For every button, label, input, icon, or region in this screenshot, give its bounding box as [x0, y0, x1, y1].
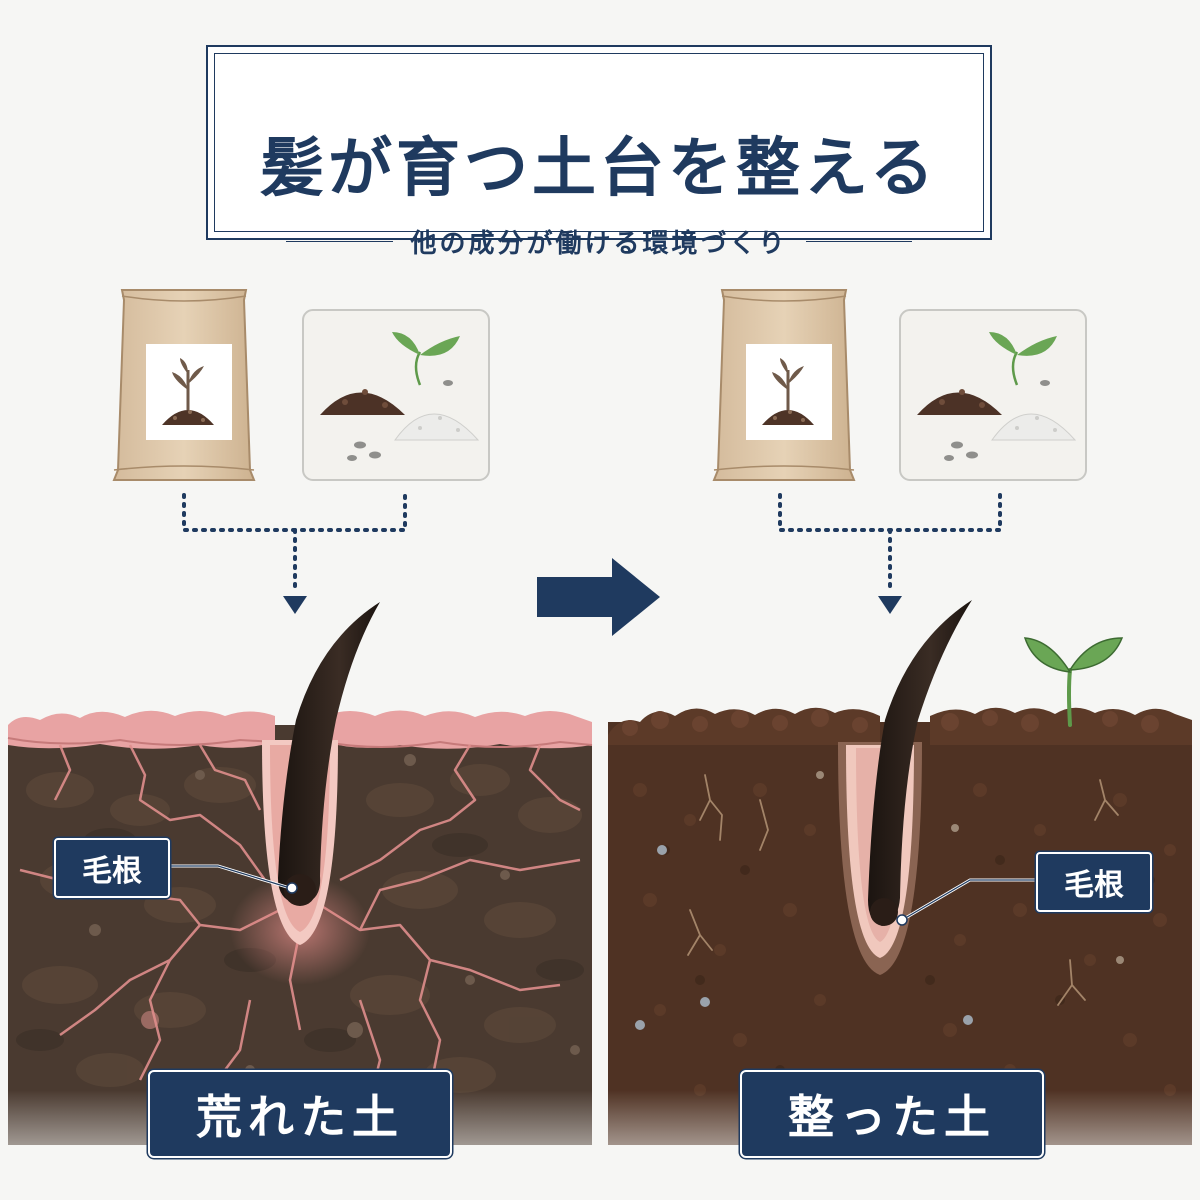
root-label-left: 毛根	[54, 838, 170, 898]
page-subtitle: 他の成分が働ける環境づくり	[410, 229, 788, 259]
panel-divider	[596, 715, 604, 1155]
soil-bag-icon	[712, 289, 856, 481]
hair-icon	[868, 600, 972, 926]
hair-icon	[278, 602, 380, 906]
page-title: 髪が育つ土台を整える	[259, 131, 939, 206]
root-label-right: 毛根	[1036, 852, 1152, 912]
soil-mix-icon	[302, 309, 490, 481]
rough-soil-caption: 荒れた土	[148, 1070, 452, 1158]
soil-bag-icon	[112, 289, 256, 481]
subtitle-row: 他の成分が働ける環境づくり	[286, 223, 913, 260]
sprout-icon	[1023, 637, 1124, 727]
soil-mix-icon	[899, 309, 1087, 481]
dotted-connector	[182, 493, 1002, 592]
arrow-right-icon	[537, 558, 660, 636]
rich-soil-caption: 整った土	[740, 1070, 1044, 1158]
title-box: 髪が育つ土台を整える 他の成分が働ける環境づくり	[206, 45, 992, 259]
